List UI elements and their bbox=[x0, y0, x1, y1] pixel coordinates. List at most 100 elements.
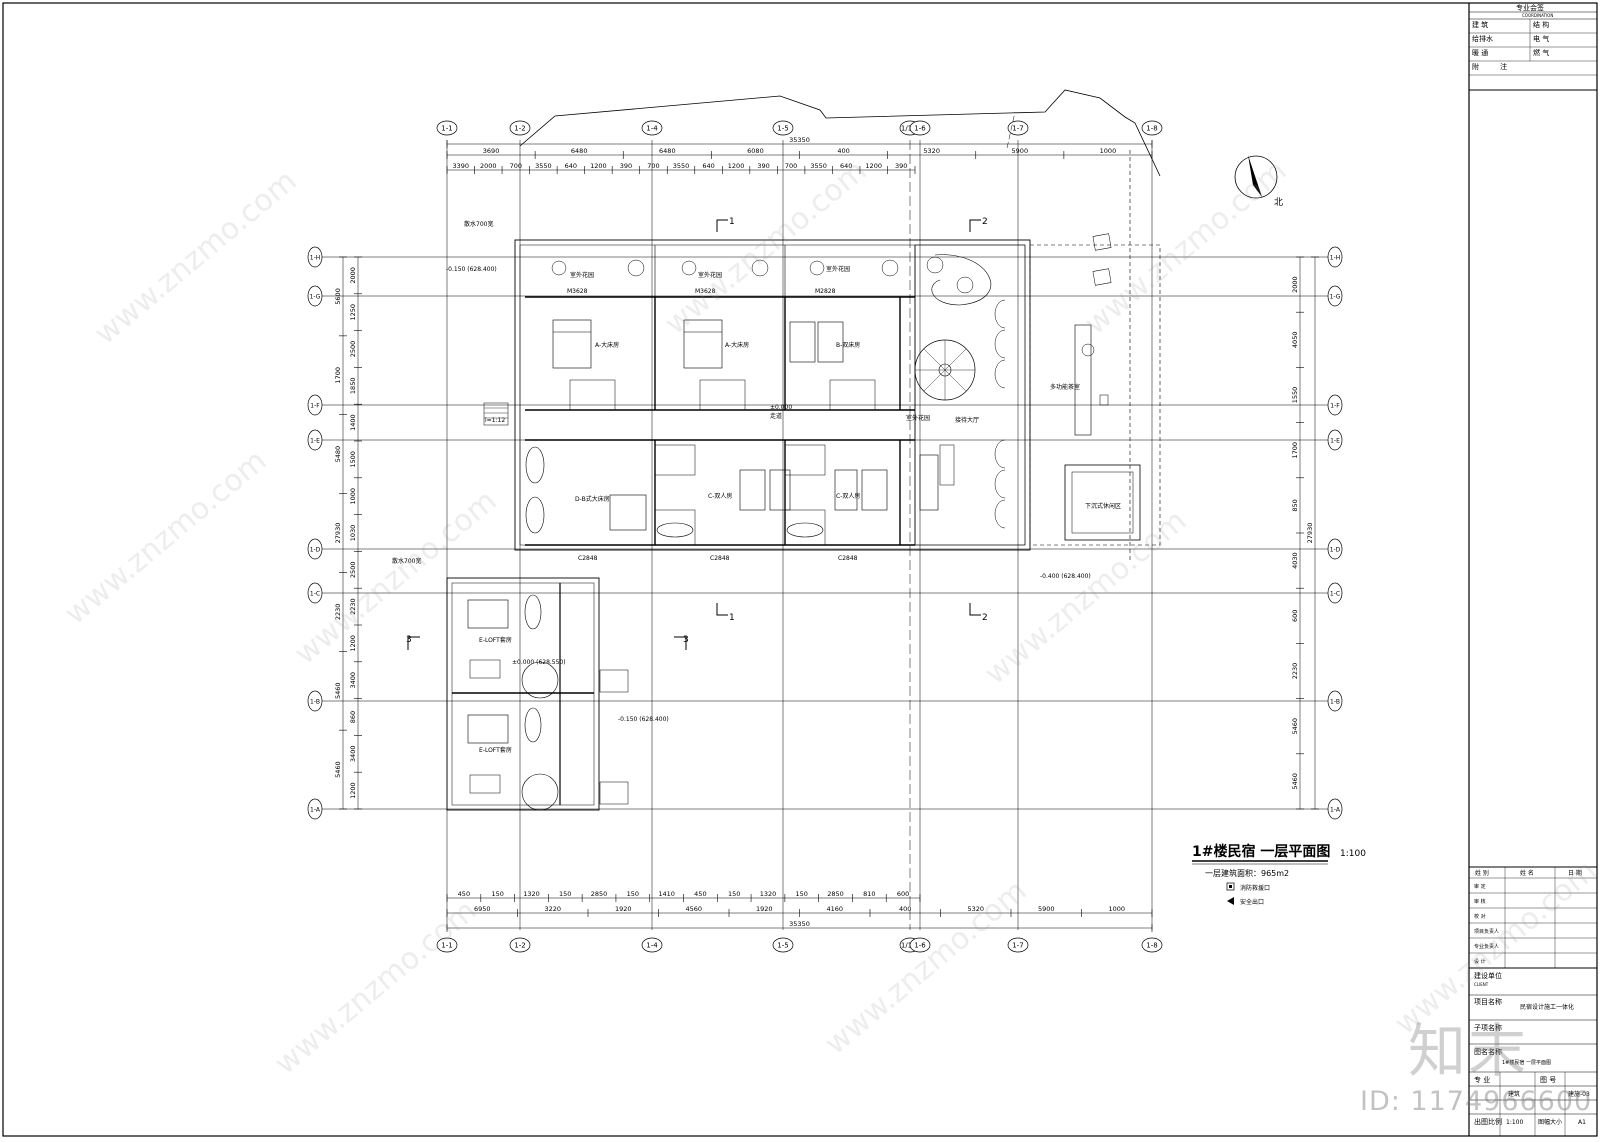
row-axis-label: 1-E bbox=[310, 438, 320, 445]
column-axis-bubble bbox=[1007, 937, 1029, 953]
dim-right: 850 bbox=[1291, 499, 1299, 511]
dim-bottom-row1: 400 bbox=[899, 905, 911, 913]
dim-left: 2230 bbox=[349, 598, 357, 615]
dim-right: 600 bbox=[1291, 610, 1299, 622]
window-tag-3: C2848 bbox=[838, 555, 858, 562]
window-tag-1: C2848 bbox=[578, 555, 598, 562]
axis-bubbles: 1-11-11-21-21-41-41-51-51/1-61/1-61-61-6… bbox=[307, 120, 1343, 953]
dim-bottom-row2: 1320 bbox=[760, 890, 777, 898]
dim-bottom-row1: 4560 bbox=[685, 905, 702, 913]
column-axis-bubble bbox=[509, 937, 531, 953]
column-axis-bubble bbox=[1007, 120, 1029, 136]
column-axis-label: 1-8 bbox=[1146, 125, 1157, 133]
terrace-outline bbox=[1029, 150, 1161, 560]
dim-right: 4030 bbox=[1291, 552, 1299, 569]
elev-note-2: ±0.000 bbox=[770, 404, 792, 411]
dim-left-outer: 2230 bbox=[334, 604, 342, 621]
dim-left-outer: 5460 bbox=[334, 682, 342, 699]
fire-hydrant-icon bbox=[1226, 882, 1235, 891]
dim-left: 1030 bbox=[349, 525, 357, 542]
dim-left-outer: 27930 bbox=[334, 523, 342, 544]
dim-bottom-row2: 150 bbox=[728, 890, 740, 898]
dim-left: 3400 bbox=[349, 746, 357, 763]
tb-disc-2a: 给排水 bbox=[1472, 34, 1493, 43]
dim-bottom-row2: 1320 bbox=[523, 890, 540, 898]
dim-bottom-row1: 4160 bbox=[826, 905, 843, 913]
dim-top-row2: 390 bbox=[620, 162, 632, 170]
tb-disc-4a: 附 bbox=[1472, 62, 1479, 71]
tb-sign-r6: 设 计 bbox=[1474, 958, 1486, 965]
building-main bbox=[483, 233, 1141, 551]
row-axis-bubble bbox=[1327, 285, 1343, 307]
row-axis-label: 1-C bbox=[1330, 591, 1340, 598]
row-axis-label: 1-G bbox=[1330, 294, 1341, 301]
dim-top-total: 35350 bbox=[789, 136, 810, 144]
row-axis-bubble bbox=[1327, 690, 1343, 712]
room-sunken-label: 下沉式休闲区 bbox=[1085, 502, 1121, 510]
drawing-title-block: 1#楼民宿 一层平面图 1:100 一层建筑面积：965m2 消防救援口 安全出… bbox=[1192, 843, 1366, 906]
dim-bottom-row1: 3220 bbox=[544, 905, 561, 913]
row-axis-bubble bbox=[1327, 538, 1343, 560]
fire-hydrant-icon-dot bbox=[1229, 885, 1232, 888]
dim-bottom-row2: 1410 bbox=[658, 890, 675, 898]
site-boundary-dash bbox=[1006, 111, 1016, 149]
tb-drawing-no-label: 图 号 bbox=[1540, 1076, 1556, 1084]
row-axis-bubble bbox=[1327, 394, 1343, 416]
door-tag-1: M3628 bbox=[567, 288, 588, 295]
dim-right: 1700 bbox=[1291, 442, 1299, 459]
column-axis-label: 1-4 bbox=[646, 125, 658, 133]
row-axis-bubble bbox=[307, 798, 323, 820]
row-axis-bubble bbox=[307, 285, 323, 307]
tb-sign-h2: 姓 名 bbox=[1520, 869, 1534, 877]
dim-left: 1000 bbox=[349, 488, 357, 505]
tb-discipline-label: 专 业 bbox=[1474, 1075, 1490, 1084]
dim-left-outer: 5600 bbox=[334, 288, 342, 305]
room-garden2-label: 室外花园 bbox=[698, 271, 722, 279]
dim-top-row2: 3390 bbox=[452, 162, 469, 170]
row-axis-label: 1-H bbox=[310, 255, 321, 262]
exit-arrow-icon bbox=[1227, 897, 1234, 905]
column-axis-label: 1-2 bbox=[514, 942, 525, 950]
column-axis-bubble bbox=[641, 937, 663, 953]
dim-bottom-row1: 6950 bbox=[474, 905, 491, 913]
annotations: 散水700宽 散水700宽 -0.150 (628.400) ±0.000 -0… bbox=[392, 220, 1091, 723]
dim-top-row2: 640 bbox=[702, 162, 714, 170]
section-label-2a: 2 bbox=[982, 217, 988, 227]
elev-note-3: -0.150 (628.400) bbox=[618, 716, 669, 723]
dim-left: 2500 bbox=[349, 562, 357, 579]
column-axis-bubble bbox=[1141, 937, 1163, 953]
tb-disc-2b: 电 气 bbox=[1533, 34, 1549, 43]
room-multi-label: 多功能茶室 bbox=[1050, 383, 1080, 391]
row-axis-bubble bbox=[307, 246, 323, 268]
column-axis-label: 1-5 bbox=[777, 125, 788, 133]
dim-left: 3400 bbox=[349, 672, 357, 689]
tb-disc-3b: 燃 气 bbox=[1533, 48, 1549, 57]
dim-bottom-total: 35350 bbox=[789, 920, 810, 928]
room-c2-label: C-双人房 bbox=[836, 492, 860, 500]
title-block-text: 专业会签 COORDINATION 建 筑 结 构 给排水 电 气 暖 通 燃 … bbox=[1472, 3, 1590, 1126]
dim-bottom-row2: 2850 bbox=[591, 890, 608, 898]
section-label-3b: 3 bbox=[683, 635, 689, 645]
row-axis-label: 1-A bbox=[1330, 807, 1341, 814]
tb-sign-r4: 项目负责人 bbox=[1474, 928, 1499, 935]
dim-right: 5460 bbox=[1291, 773, 1299, 790]
dim-top-row1: 5320 bbox=[923, 147, 940, 155]
dim-left-outer: 5460 bbox=[334, 761, 342, 778]
dim-top-row2: 700 bbox=[785, 162, 797, 170]
area-label: 一层建筑面积：965m2 bbox=[1205, 868, 1289, 878]
tb-header-en: COORDINATION bbox=[1522, 13, 1553, 18]
dim-left: 2500 bbox=[349, 341, 357, 358]
row-axis-bubble bbox=[1327, 429, 1343, 451]
room-lobby-label: 接待大厅 bbox=[955, 416, 979, 424]
room-b1-label: B-双床房 bbox=[836, 341, 860, 349]
row-axis-label: 1-A bbox=[310, 807, 321, 814]
title-block bbox=[1468, 3, 1597, 1136]
dim-left: 2000 bbox=[349, 267, 357, 284]
dim-top-row2: 1200 bbox=[865, 162, 882, 170]
section-label-3a: 3 bbox=[406, 635, 412, 645]
dim-bottom-row1: 1920 bbox=[615, 905, 632, 913]
tb-drawing-name: 1#楼民宿 一层平面图 bbox=[1502, 1059, 1551, 1066]
room-e2-label: E-LOFT套房 bbox=[479, 746, 512, 754]
eave-note-1: 散水700宽 bbox=[464, 220, 493, 228]
grid-lines bbox=[315, 140, 1335, 930]
